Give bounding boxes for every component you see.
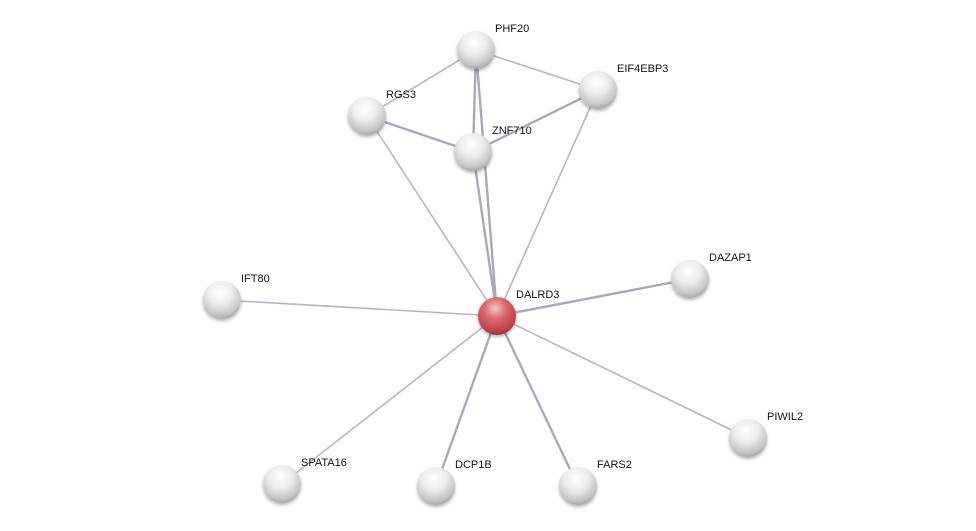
node-rgs3[interactable]: RGS3 [348,89,416,135]
node-sphere[interactable] [478,297,516,335]
node-label: SPATA16 [301,457,347,469]
edge-znf710-eif4ebp3[interactable] [472,88,599,154]
node-dcp1b[interactable]: DCP1B [417,459,492,505]
node-sphere[interactable] [203,281,241,319]
node-sphere[interactable] [457,31,495,69]
node-spata16[interactable]: SPATA16 [263,457,347,503]
node-label: DALRD3 [516,289,559,301]
edge-dalrd3-dazap1[interactable] [496,277,691,318]
node-phf20[interactable]: PHF20 [457,23,529,69]
edge-rgs3-dalrd3[interactable] [366,115,498,317]
node-dalrd3[interactable]: DALRD3 [478,289,559,335]
edge-phf20-eif4ebp3[interactable] [475,49,599,91]
node-label: IFT80 [241,273,270,285]
node-label: RGS3 [386,89,416,101]
node-sphere[interactable] [417,467,455,505]
edge-dalrd3-piwil2[interactable] [496,315,749,439]
node-label: PIWIL2 [767,411,803,423]
node-label: EIF4EBP3 [617,63,668,75]
node-sphere[interactable] [559,467,597,505]
edge-dalrd3-spata16[interactable] [281,315,498,485]
node-label: DCP1B [455,459,492,471]
node-label: ZNF710 [492,125,532,137]
node-sphere[interactable] [263,465,301,503]
edge-znf710-dalrd3[interactable] [471,151,499,317]
edge-phf20-rgs3[interactable] [366,49,477,117]
node-sphere[interactable] [671,260,709,298]
node-ift80[interactable]: IFT80 [203,273,270,319]
node-sphere[interactable] [579,71,617,109]
node-label: FARS2 [597,459,632,471]
node-piwil2[interactable]: PIWIL2 [729,411,803,457]
node-label: DAZAP1 [709,252,752,264]
edge-dalrd3-dcp1b[interactable] [434,315,499,487]
node-label: PHF20 [495,23,529,35]
node-dazap1[interactable]: DAZAP1 [671,252,752,298]
edge-phf20-dalrd3[interactable] [474,49,499,317]
node-fars2[interactable]: FARS2 [559,459,632,505]
node-eif4ebp3[interactable]: EIF4EBP3 [579,63,668,109]
edge-dalrd3-ift80[interactable] [221,299,498,317]
node-znf710[interactable]: ZNF710 [454,125,532,171]
edge-eif4ebp3-dalrd3[interactable] [496,89,599,317]
edge-dalrd3-fars2[interactable] [495,315,580,487]
node-sphere[interactable] [348,97,386,135]
node-sphere[interactable] [454,133,492,171]
node-sphere[interactable] [729,419,767,457]
